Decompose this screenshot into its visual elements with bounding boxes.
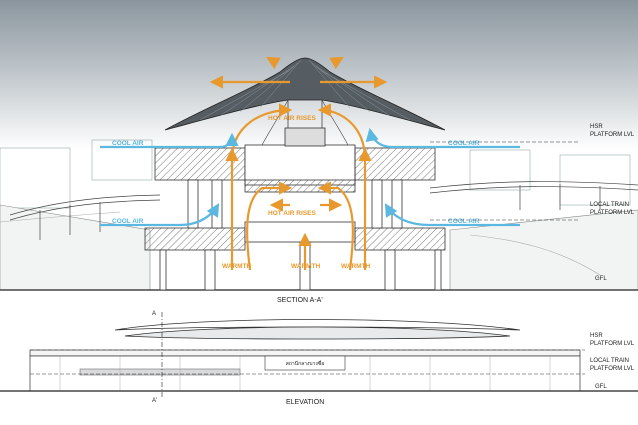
section-a-drawing: COOL AIR COOL AIR COOL AIR COOL AIR HOT … bbox=[0, 0, 638, 304]
local-deck bbox=[144, 221, 446, 251]
hot-air-rises-label-upper: HOT AIR RISES bbox=[268, 115, 316, 122]
background-buildings bbox=[0, 139, 631, 209]
elev-level-gfl: GFL bbox=[595, 384, 607, 390]
elevation-facade-mullions bbox=[59, 356, 551, 391]
elevation-roof-lower bbox=[124, 326, 511, 340]
elev-level-local-line1: LOCAL TRAIN bbox=[590, 358, 629, 364]
warmth-label-right: WARMTH bbox=[341, 263, 371, 270]
cool-air-flow-arrows bbox=[100, 127, 520, 227]
section-level-lines bbox=[430, 141, 580, 221]
section-title: SECTION A-A' bbox=[277, 297, 323, 304]
right-viaduct bbox=[429, 181, 638, 210]
elev-level-local-line2: PLATFORM LVL bbox=[590, 366, 635, 372]
section-mark-top: A bbox=[152, 311, 156, 317]
hot-air-flow-arrows bbox=[209, 56, 388, 271]
hot-air-rises-label-lower: HOT AIR RISES bbox=[268, 210, 316, 217]
level-gfl: GFL bbox=[595, 276, 607, 282]
cool-air-label-left-lower: COOL AIR bbox=[112, 218, 144, 225]
cool-air-label-left-upper: COOL AIR bbox=[112, 140, 144, 147]
elevation-drawing: สถานีกลางบางซื่อ A A' HSR PLATFORM LVL L… bbox=[0, 311, 638, 406]
elev-level-hsr-line1: HSR bbox=[590, 333, 603, 339]
cool-air-label-right-lower: COOL AIR bbox=[448, 218, 480, 225]
elev-level-hsr-line2: PLATFORM LVL bbox=[590, 341, 635, 347]
warmth-label-center: WARMTH bbox=[291, 263, 321, 270]
section-mark-bottom: A' bbox=[152, 398, 157, 404]
station-sign-text: สถานีกลางบางซื่อ bbox=[286, 360, 324, 367]
level-hsr-line2: PLATFORM LVL bbox=[590, 132, 635, 138]
elevation-level-lines bbox=[30, 349, 585, 375]
cool-air-label-right-upper: COOL AIR bbox=[448, 140, 480, 147]
station-sign-box bbox=[264, 355, 346, 371]
level-hsr-line1: HSR bbox=[590, 124, 603, 130]
airflow-labels: COOL AIR COOL AIR COOL AIR COOL AIR bbox=[112, 140, 480, 225]
level-local-line2: PLATFORM LVL bbox=[590, 210, 635, 216]
left-viaduct bbox=[9, 194, 161, 240]
elevation-upper-platform bbox=[29, 349, 581, 357]
level-local-line1: LOCAL TRAIN bbox=[590, 202, 629, 208]
ground-landscape bbox=[0, 204, 638, 291]
warmth-label-left: WARMTH bbox=[222, 263, 252, 270]
elevation-roof-top bbox=[114, 319, 521, 331]
elevation-title: ELEVATION bbox=[286, 399, 324, 406]
